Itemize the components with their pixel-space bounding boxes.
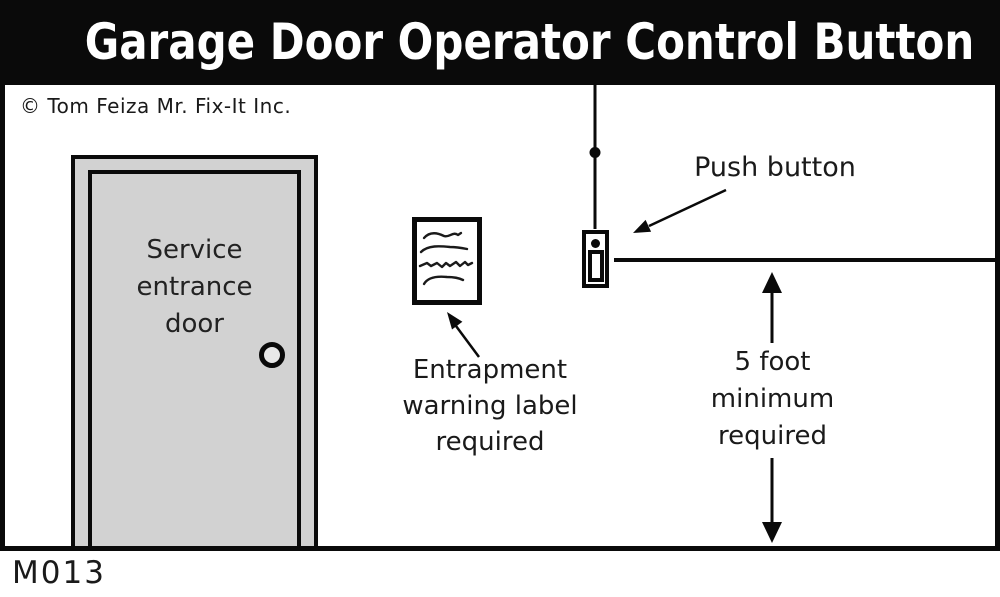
clearance-label-line2: minimum (710, 384, 835, 414)
service-door-label-line1: Service (146, 235, 243, 265)
entrapment-label: Entrapment warning label required (368, 352, 612, 460)
title-banner: Garage Door Operator Control Button (0, 0, 1000, 85)
entrapment-warning-sign (412, 217, 482, 305)
clearance-label-line3: required (718, 421, 827, 451)
push-button-device (582, 230, 609, 288)
clearance-label: 5 foot minimum required (695, 344, 850, 455)
service-door-label-line2: entrance (136, 272, 253, 302)
service-door-label: Service entrance door (75, 232, 314, 343)
page-title: Garage Door Operator Control Button (84, 13, 975, 71)
entrapment-label-line1: Entrapment (412, 355, 568, 385)
clearance-label-line1: 5 foot (734, 347, 811, 377)
push-button-label: Push button (694, 152, 856, 183)
doorknob-icon (259, 342, 285, 368)
copyright-text: © Tom Feiza Mr. Fix-It Inc. (20, 94, 292, 118)
entrapment-label-line3: required (435, 427, 545, 457)
service-door-frame: Service entrance door (71, 155, 318, 546)
entrapment-label-line2: warning label (402, 391, 578, 421)
push-button-key-icon (587, 250, 604, 282)
service-door-label-line3: door (164, 309, 224, 339)
push-button-indicator-icon (591, 239, 600, 248)
diagram-code: M013 (12, 555, 106, 591)
